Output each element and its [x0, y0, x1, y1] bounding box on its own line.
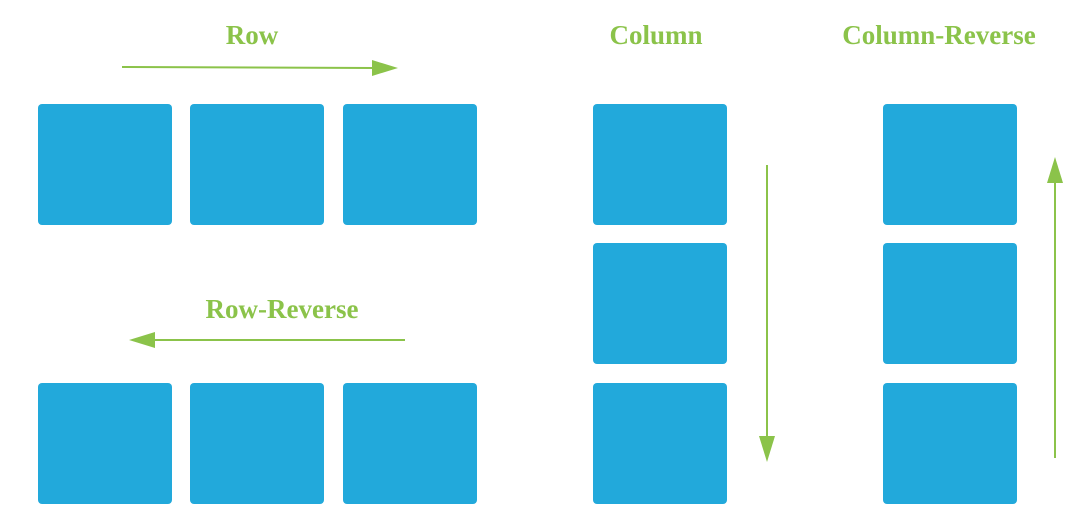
row-box-1 [38, 104, 172, 225]
column-reverse-box-1 [883, 104, 1017, 225]
row-box-2 [190, 104, 324, 225]
column-reverse-label: Column-Reverse [842, 20, 1036, 50]
row-reverse-box-1 [38, 383, 172, 504]
column-reverse-box-3 [883, 383, 1017, 504]
row-box-3 [343, 104, 477, 225]
column-reverse-box-2 [883, 243, 1017, 364]
row-arrow [121, 60, 398, 76]
row-label: Row [225, 20, 279, 50]
column-box-2 [593, 243, 727, 364]
column-box-1 [593, 104, 727, 225]
row-reverse-arrow [129, 332, 405, 348]
column-box-3 [593, 383, 727, 504]
row-reverse-box-3 [343, 383, 477, 504]
row-reverse-label: Row-Reverse [205, 294, 359, 324]
row-reverse-box-2 [190, 383, 324, 504]
column-reverse-arrow [1047, 157, 1063, 458]
column-label: Column [609, 20, 703, 50]
column-arrow [759, 165, 775, 462]
